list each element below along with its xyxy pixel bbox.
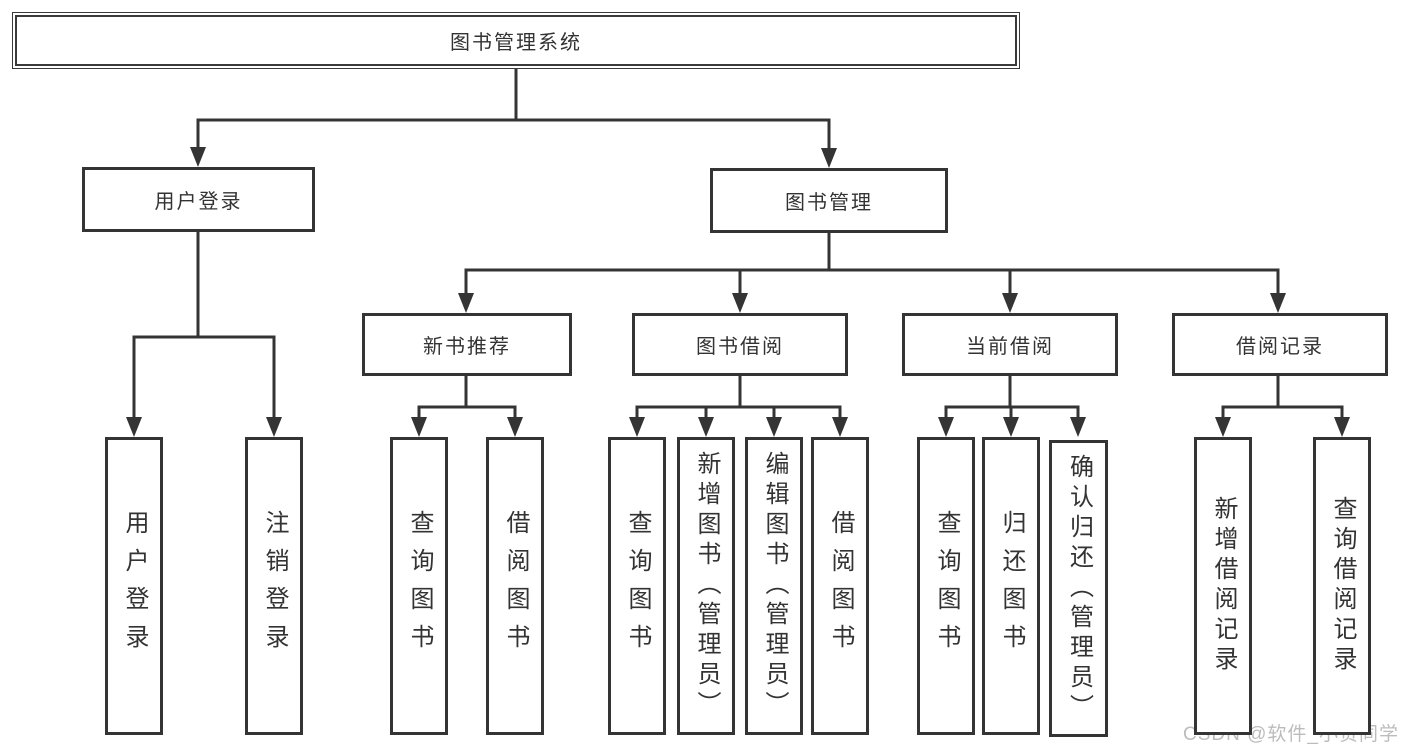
node-book-borrowing-label: 图书借阅 bbox=[696, 336, 784, 358]
node-book-management: 图书管理 bbox=[710, 168, 948, 233]
connector-root-to-level2 bbox=[196, 68, 831, 150]
node-leaf-query-books-1: 查询图书 bbox=[390, 437, 448, 735]
connector-user-login-branch bbox=[132, 232, 276, 419]
node-leaf-return-book: 归还图书 bbox=[982, 437, 1040, 735]
arrowheads-level3 bbox=[458, 293, 1286, 313]
node-leaf-query-borrow-record: 查询借阅记录 bbox=[1313, 437, 1371, 735]
node-leaf-confirm-return-admin: 确认归还（管理员） bbox=[1049, 440, 1108, 737]
node-new-book-recommend-label: 新书推荐 bbox=[423, 336, 511, 358]
node-library-system-label: 图书管理系统 bbox=[450, 32, 582, 54]
node-new-book-recommend: 新书推荐 bbox=[362, 313, 572, 376]
arrowheads-leaves bbox=[411, 417, 1350, 437]
node-borrowing-records: 借阅记录 bbox=[1172, 313, 1388, 376]
node-book-management-label: 图书管理 bbox=[785, 192, 873, 214]
arrowheads-user-login-leaves bbox=[126, 417, 282, 437]
node-leaf-user-login: 用户登录 bbox=[105, 437, 163, 735]
node-borrowing-records-label: 借阅记录 bbox=[1236, 336, 1324, 358]
node-leaf-borrow-books-1: 借阅图书 bbox=[486, 437, 544, 735]
node-leaf-logout: 注销登录 bbox=[245, 437, 303, 735]
node-book-borrowing: 图书借阅 bbox=[632, 313, 848, 376]
node-leaf-edit-book-admin: 编辑图书（管理员） bbox=[745, 437, 803, 735]
arrowheads-level2 bbox=[190, 147, 837, 168]
node-leaf-add-book-admin: 新增图书（管理员） bbox=[677, 437, 735, 735]
connector-book-mgmt-to-level3 bbox=[464, 233, 1280, 295]
node-leaf-query-books-2: 查询图书 bbox=[608, 437, 666, 735]
node-leaf-add-borrow-record: 新增借阅记录 bbox=[1194, 437, 1252, 735]
node-user-login: 用户登录 bbox=[82, 167, 315, 232]
node-current-borrowing: 当前借阅 bbox=[902, 313, 1118, 376]
node-library-system: 图书管理系统 bbox=[12, 12, 1020, 69]
node-leaf-query-books-3: 查询图书 bbox=[917, 437, 975, 735]
node-leaf-borrow-books-2: 借阅图书 bbox=[811, 437, 869, 735]
connector-level3-to-leaves bbox=[417, 376, 1344, 419]
node-user-login-label: 用户登录 bbox=[154, 191, 243, 213]
node-current-borrowing-label: 当前借阅 bbox=[966, 336, 1054, 358]
